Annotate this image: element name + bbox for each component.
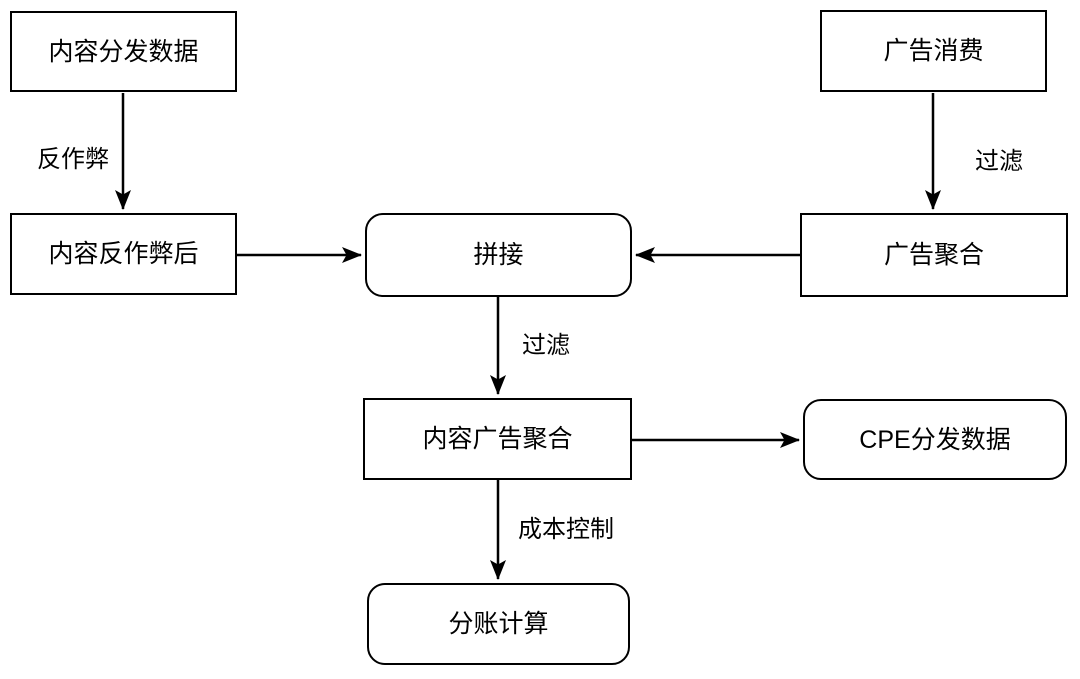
node-label: 分账计算 bbox=[448, 610, 549, 638]
node-label: 内容分发数据 bbox=[48, 37, 199, 66]
node-content-after-antifraud: 内容反作弊后 bbox=[10, 213, 237, 295]
edge-label-filter-center: 过滤 bbox=[522, 332, 570, 359]
node-cpe-distribution-data: CPE分发数据 bbox=[803, 399, 1067, 480]
edge-label-cost-control: 成本控制 bbox=[518, 516, 614, 543]
node-ad-consumption: 广告消费 bbox=[820, 10, 1047, 92]
edge-label-antifraud: 反作弊 bbox=[37, 146, 109, 173]
node-label: 拼接 bbox=[473, 241, 524, 269]
node-ad-aggregation: 广告聚合 bbox=[800, 213, 1068, 297]
node-label: 广告聚合 bbox=[883, 241, 984, 269]
node-splice: 拼接 bbox=[365, 213, 632, 297]
edge-label-filter-right: 过滤 bbox=[975, 148, 1023, 175]
node-label: 内容反作弊后 bbox=[48, 240, 199, 268]
node-content-distribution-data: 内容分发数据 bbox=[10, 11, 237, 92]
node-label: 广告消费 bbox=[883, 37, 984, 65]
node-revenue-split-calculation: 分账计算 bbox=[367, 583, 630, 665]
node-content-ad-aggregation: 内容广告聚合 bbox=[363, 398, 632, 480]
node-label: 内容广告聚合 bbox=[422, 425, 573, 453]
node-label: CPE分发数据 bbox=[859, 425, 1011, 454]
